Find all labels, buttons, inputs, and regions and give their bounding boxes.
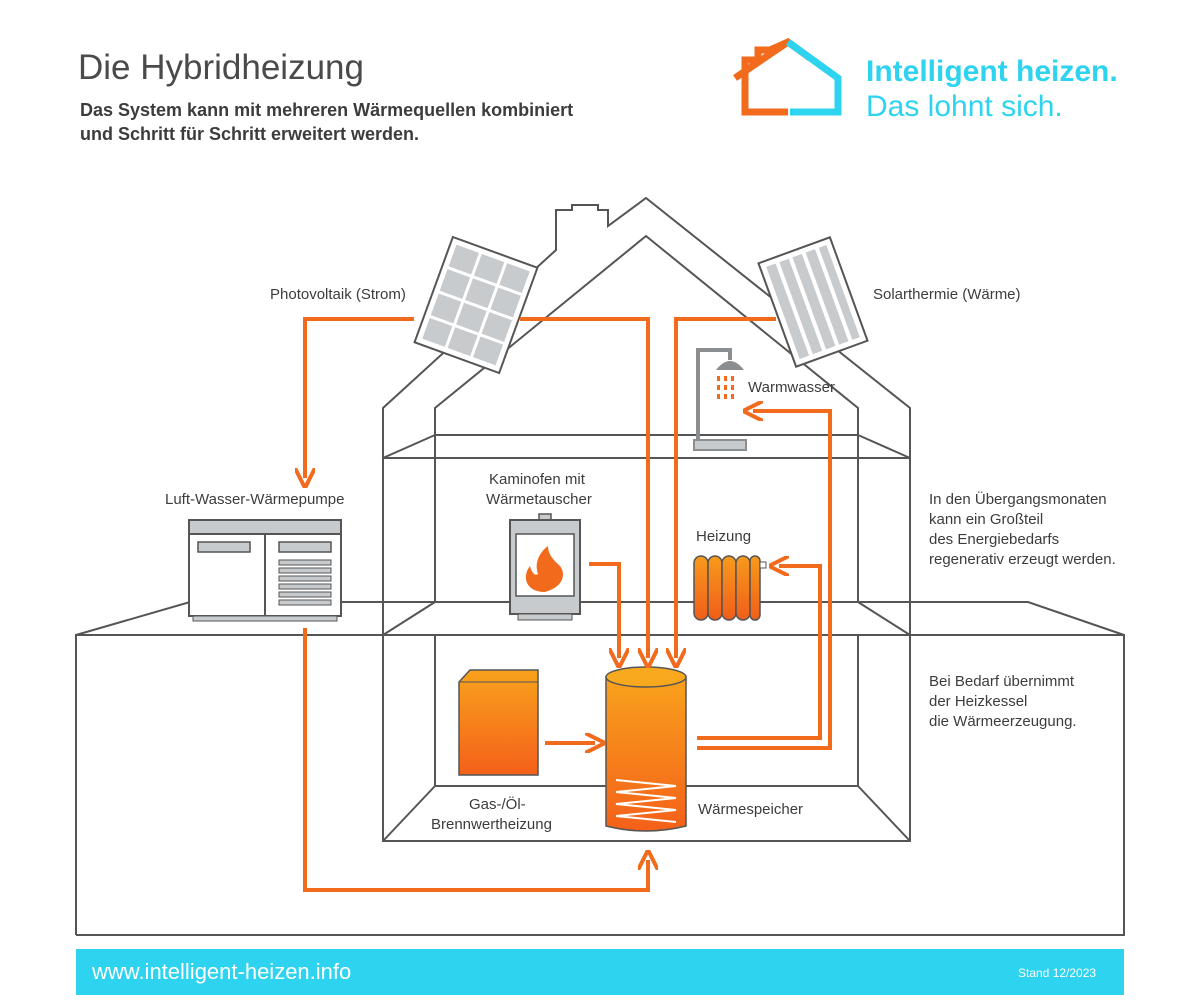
footer-bar [76,949,1124,995]
arrow-heatpump-to-storage [303,628,648,892]
page-title: Die Hybridheizung [78,48,364,87]
brand-slogan-line-2: Das lohnt sich. [866,90,1063,123]
heat-storage-tank [605,666,687,832]
label-brennwert-line-2: Brennwertheizung [431,816,552,833]
arrow-storage-to-heating [697,566,822,740]
radiator-icon [693,555,767,621]
fireplace-stove [509,513,581,621]
footer-stand-date: Stand 12/2023 [1018,966,1097,980]
brand-slogan-line-1: Intelligent heizen. [866,55,1118,88]
note-uebergangsmonate: In den Übergangsmonaten kann ein Großtei… [929,490,1116,570]
note-line: des Energiebedarfs [929,531,1060,548]
subtitle-line-1: Das System kann mit mehreren Wärmequelle… [80,100,574,120]
label-waermepumpe: Luft-Wasser-Wärmepumpe [165,491,345,508]
label-photovoltaik: Photovoltaik (Strom) [270,286,406,303]
label-kaminofen-line-1: Kaminofen mit [489,471,585,488]
label-kaminofen: Kaminofen mit [489,470,585,490]
note-line: der Heizkessel [929,693,1028,710]
arrow-storage-to-warmwater [697,411,832,750]
label-solarthermie: Solarthermie (Wärme) [873,286,1021,303]
photovoltaic-panel [413,235,539,375]
note-line: kann ein Großteil [929,511,1044,528]
arrow-pv-to-storage [520,317,648,658]
label-heizung: Heizung [696,528,752,545]
note-line: Bei Bedarf übernimmt [929,673,1075,690]
house-logo-icon [733,37,842,116]
arrow-pv-to-heatpump [305,317,414,478]
heat-pump-unit [188,519,342,622]
note-bei-bedarf: Bei Bedarf übernimmt der Heizkessel die … [929,672,1077,732]
shower-icon [693,348,747,451]
energy-flow-arrows [303,317,832,892]
arrow-solarthermal-to-storage [676,317,776,658]
footer-url-link[interactable]: www.intelligent-heizen.info [92,959,352,984]
note-line: die Wärmeerzeugung. [929,713,1077,730]
label-warmwasser: Warmwasser [748,379,835,396]
label-waermespeicher: Wärmespeicher [698,801,804,818]
page-subtitle: Das System kann mit mehreren Wärmequelle… [80,98,640,146]
note-line: In den Übergangsmonaten [929,491,1107,508]
note-line: regenerativ erzeugt werden. [929,551,1116,568]
house-outline [75,196,1125,936]
condensing-boiler [458,669,539,776]
arrow-stove-to-storage [589,562,619,658]
label-kaminofen-line-2: Wärmetauscher [486,491,592,508]
subtitle-line-2: und Schritt für Schritt erweitert werden… [80,124,420,144]
flame-icon [525,546,564,592]
solar-thermal-panel [757,236,869,368]
label-brennwert-line-1: Gas-/Öl- [469,796,526,813]
